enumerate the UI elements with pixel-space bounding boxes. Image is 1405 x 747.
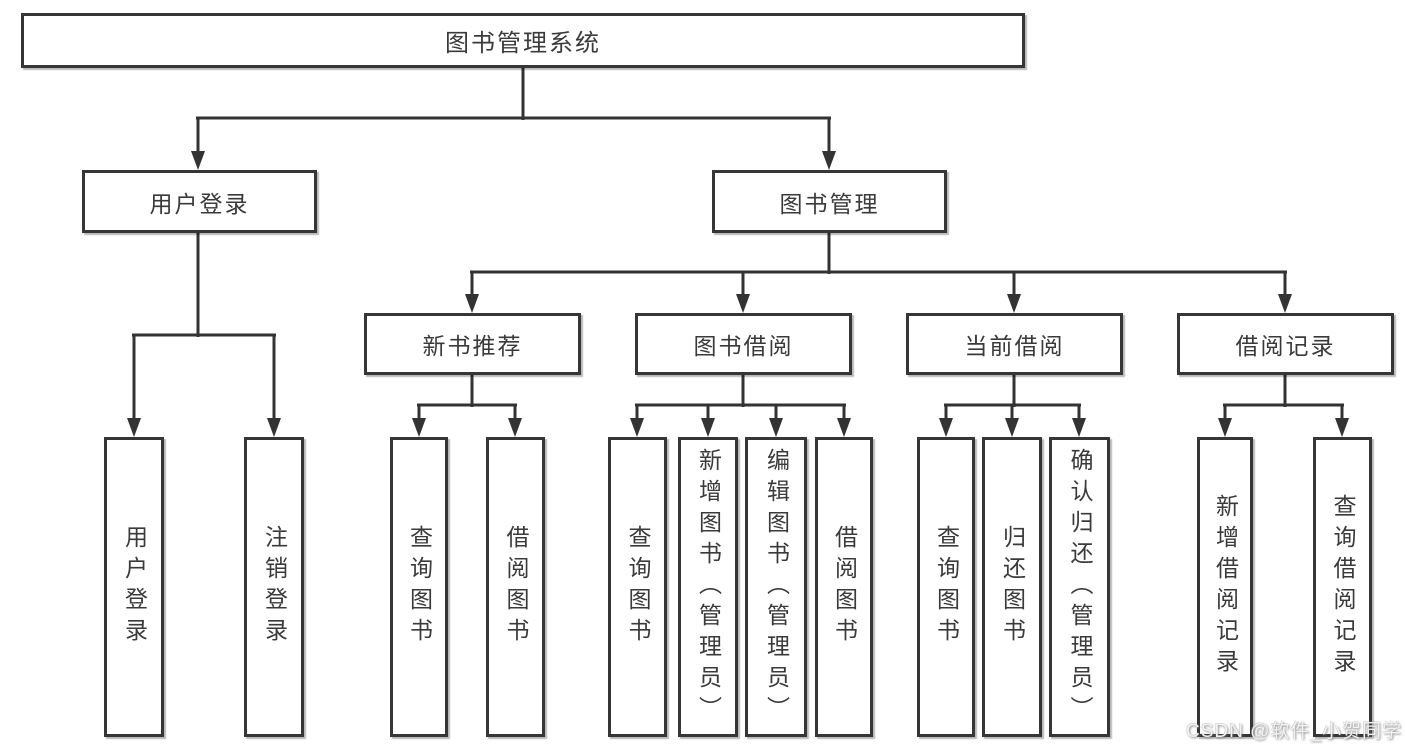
leaf-query-books-3: 查询图书 <box>917 437 975 737</box>
csdn-watermark: CSDN @软件_小贺同学 <box>1186 721 1402 742</box>
leaf-query-books-1: 查询图书 <box>390 437 448 737</box>
leaf-borrow-books-1: 借阅图书 <box>486 437 545 737</box>
leaf-query-books-2: 查询图书 <box>608 437 667 737</box>
leaf-query-borrow-record: 查询借阅记录 <box>1313 437 1372 737</box>
node-library-management-system: 图书管理系统 <box>21 13 1025 68</box>
node-current-borrowing: 当前借阅 <box>906 313 1123 375</box>
node-book-management-branch: 图书管理 <box>712 170 947 233</box>
leaf-borrow-books-2: 借阅图书 <box>815 437 873 737</box>
node-borrowing-records: 借阅记录 <box>1177 313 1394 375</box>
node-book-borrowing: 图书借阅 <box>635 313 852 375</box>
leaf-add-borrow-record: 新增借阅记录 <box>1197 437 1253 737</box>
leaf-confirm-return-admin: 确认归还（管理员） <box>1049 437 1110 737</box>
leaf-add-books-admin: 新增图书（管理员） <box>678 437 738 737</box>
leaf-user-login: 用户登录 <box>104 437 164 737</box>
node-new-book-recommendation: 新书推荐 <box>364 313 581 375</box>
leaf-return-books: 归还图书 <box>982 437 1042 737</box>
leaf-logout: 注销登录 <box>244 437 304 737</box>
leaf-edit-books-admin: 编辑图书（管理员） <box>745 437 807 737</box>
node-user-login-branch: 用户登录 <box>82 170 317 233</box>
